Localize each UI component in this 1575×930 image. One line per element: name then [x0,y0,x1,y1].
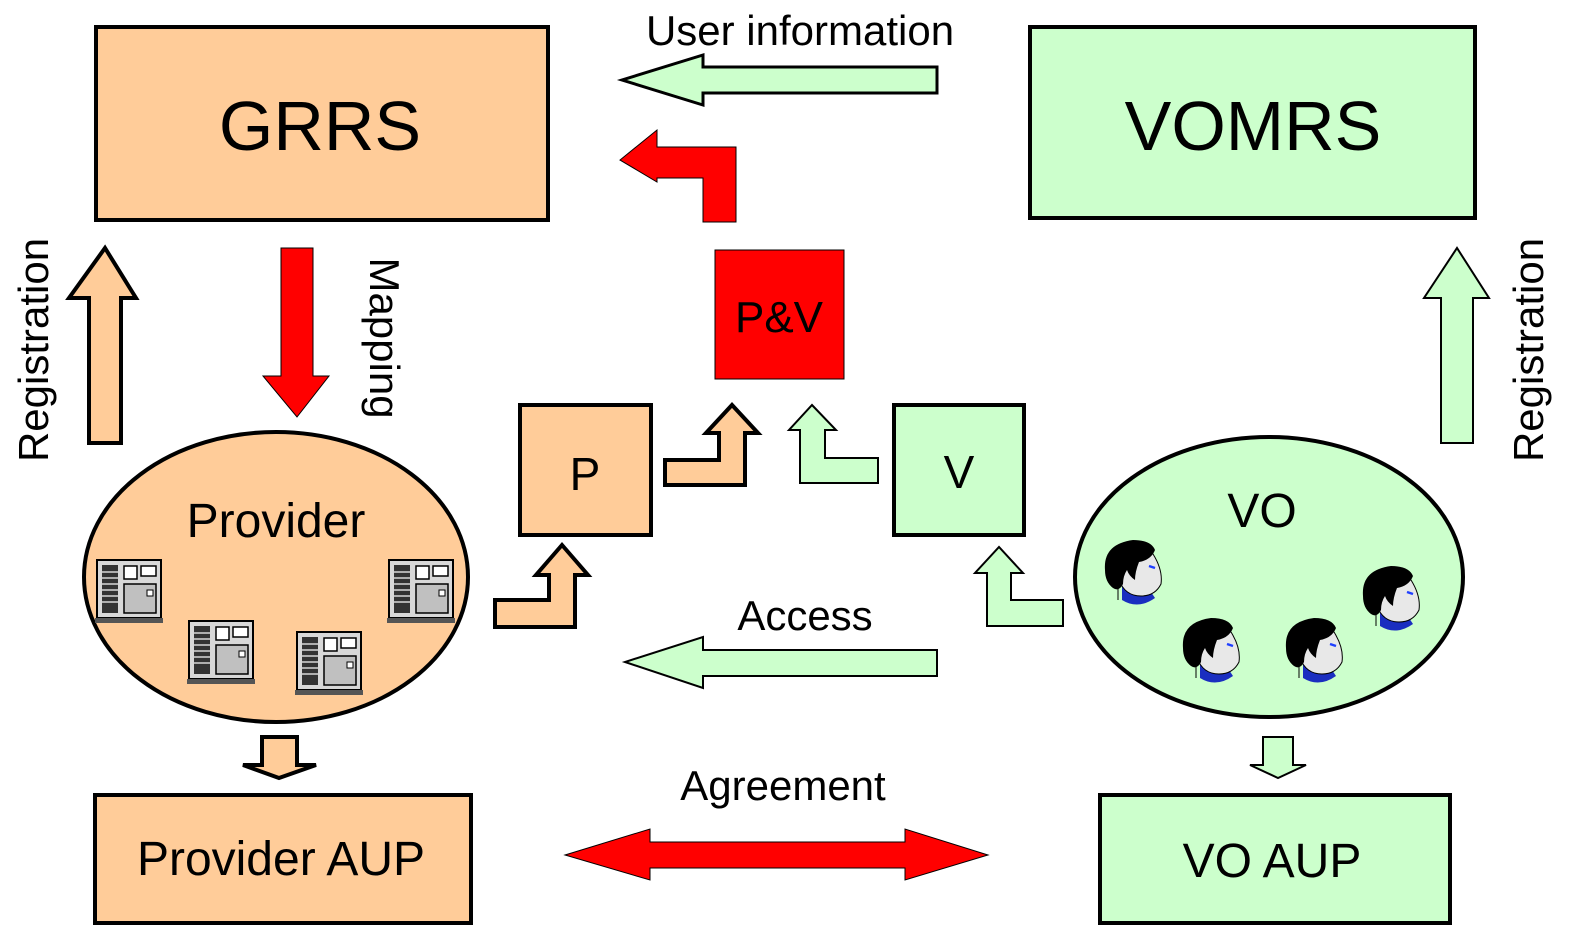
v-box: V [892,403,1026,537]
user-information-arrow [616,52,939,108]
user-information-label: User information [646,7,954,54]
vomrs-box: VOMRS [1028,25,1477,220]
registration-right-arrow [1422,246,1491,444]
vo-aup-box: VO AUP [1098,793,1452,925]
provider-to-p-arrow [493,541,593,629]
v-to-pv-arrow [786,403,879,484]
provider-to-aup-arrow [242,735,317,781]
vo-aup-label: VO AUP [1183,835,1362,888]
provider-group: Provider [82,430,470,724]
pv-box: P&V [714,249,845,380]
registration-left-arrow [65,244,140,445]
provider-aup-box: Provider AUP [93,793,473,925]
pv-label: P&V [735,293,824,342]
server-icon [186,620,256,685]
access-arrow [621,635,938,690]
mapping-label: Mapping [361,257,408,418]
grrs-box: GRRS [94,25,550,222]
vo-label: VO [1227,485,1296,538]
grrs-label: GRRS [219,87,421,165]
provider-label: Provider [187,495,366,548]
v-label: V [944,446,975,498]
p-label: P [570,448,601,500]
provider-aup-label: Provider AUP [137,833,425,886]
vo-group: VO [1073,435,1465,719]
server-icon [294,631,364,696]
agreement-arrow [563,828,990,881]
pv-to-grrs-arrow [619,128,737,223]
mapping-arrow [261,247,331,418]
access-label: Access [737,592,872,639]
registration-right-label: Registration [1505,238,1552,462]
p-to-pv-arrow [663,402,763,487]
registration-left-label: Registration [10,238,57,462]
vo-to-aup-arrow [1249,736,1307,780]
vo-to-v-arrow [972,545,1064,627]
agreement-label: Agreement [680,762,886,809]
server-icon [94,559,164,624]
server-icon [386,559,456,624]
vomrs-label: VOMRS [1125,87,1382,165]
p-box: P [518,403,653,537]
